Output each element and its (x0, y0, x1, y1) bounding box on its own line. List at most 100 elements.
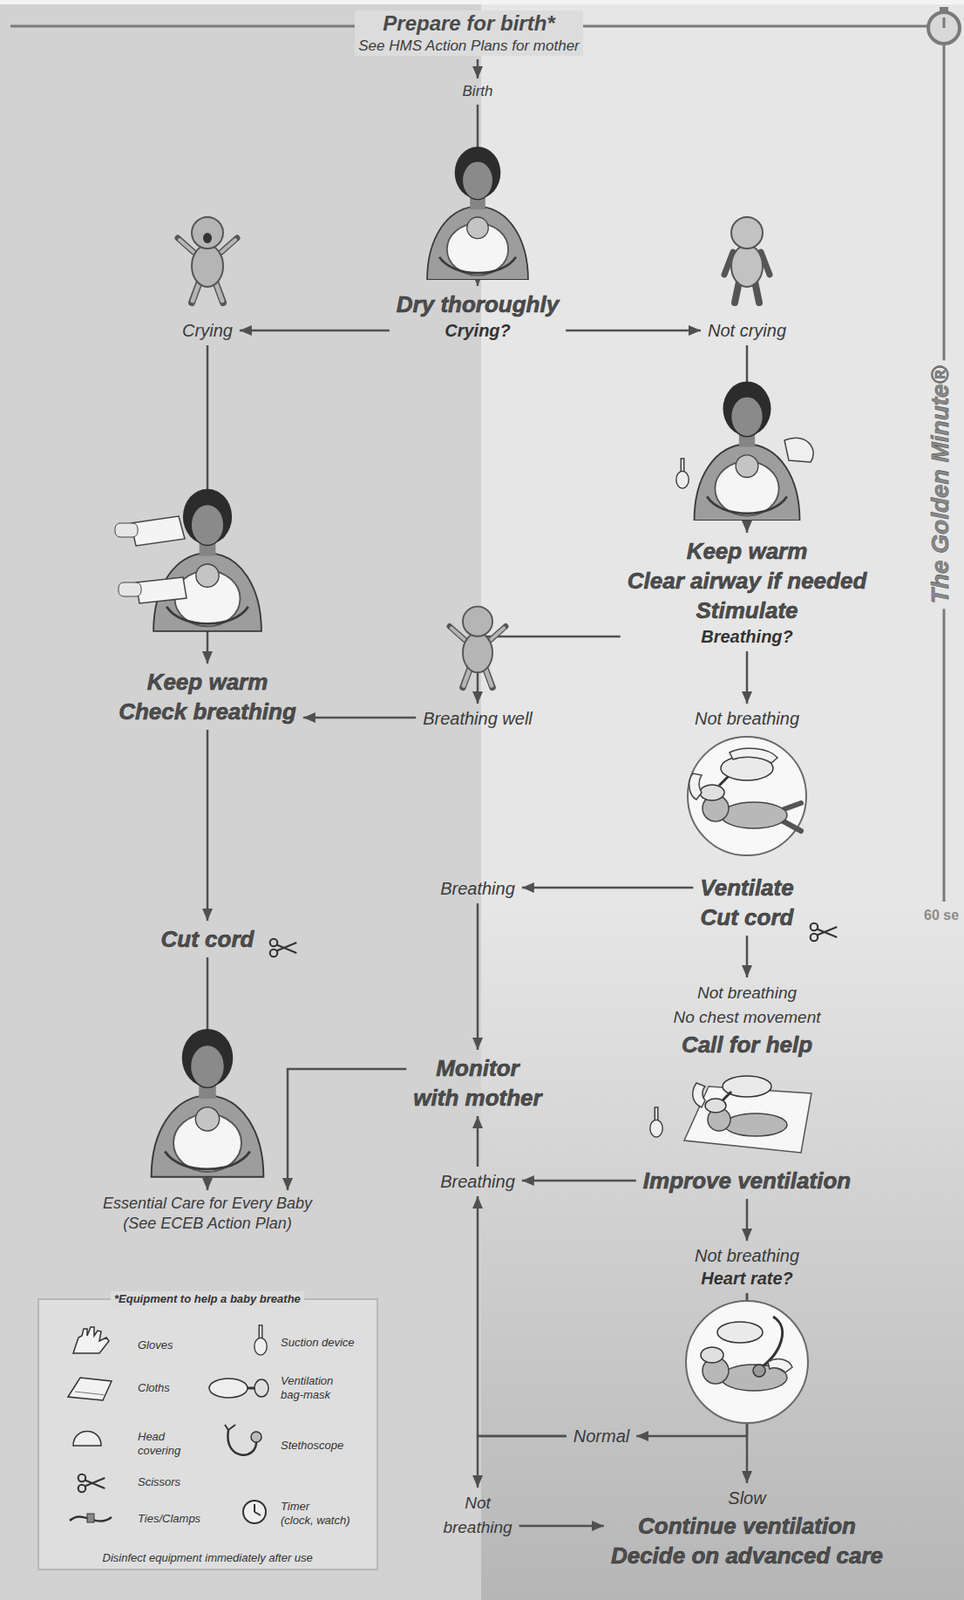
legend-icons (67, 1377, 112, 1400)
heart-rate-scene (753, 1364, 766, 1377)
crying-baby (177, 217, 238, 303)
legend-icons (254, 1503, 261, 1515)
flow-arrow (746, 935, 749, 978)
timer-icon (928, 12, 960, 44)
event-label: Birth (459, 81, 497, 102)
action-step: Improve ventilation (639, 1165, 855, 1195)
node-text: Breathing (440, 1169, 516, 1193)
ventilation-scene (729, 747, 778, 763)
text-line: Ventilate (699, 872, 794, 903)
legend-title: *Equipment to help a baby breathe (110, 1290, 305, 1307)
improve-ventilation-scene (684, 1075, 812, 1153)
outcome-label: Not breathing (691, 706, 803, 730)
care-note: Essential Care for Every Baby (See ECEB … (99, 1193, 316, 1234)
airway-scene (676, 381, 814, 522)
legend-icons (87, 1513, 95, 1522)
outcome-label: Crying (178, 319, 237, 342)
flow-arrow (522, 1179, 637, 1182)
skin-to-skin-scene (151, 1028, 265, 1177)
heart-rate-scene (685, 1300, 808, 1423)
airway-scene (676, 458, 689, 489)
ventilation-scene (699, 784, 725, 801)
scissors-icon (270, 938, 298, 957)
drying-scene (115, 522, 138, 537)
node-text: Not breathing (694, 706, 800, 730)
legend-item: Gloves (137, 1337, 173, 1352)
heart-rate-scene (717, 1321, 763, 1343)
improve-ventilation-scene (722, 1091, 732, 1100)
flow-arrow (477, 636, 621, 704)
outcome-label: Not breathing (439, 1490, 516, 1540)
legend-icons (73, 1431, 102, 1446)
timer-icon (943, 17, 946, 28)
drying-scene (135, 577, 187, 604)
legend-item: Cloths (137, 1380, 170, 1395)
outcome-label: Breathing (436, 1169, 519, 1193)
flow-arrow (522, 886, 693, 890)
decision-label: Not breathingHeart rate? (691, 1243, 803, 1290)
flow-arrow (239, 329, 390, 333)
text-line: Head (137, 1429, 181, 1444)
ventilation-scene (687, 736, 807, 856)
action-step: Continue ventilation Decide on advanced … (607, 1510, 887, 1570)
legend-box (38, 1298, 378, 1569)
node-text: Crying? (396, 319, 559, 342)
legend-icons (251, 1431, 262, 1442)
outcome-label: Breathing well (419, 706, 537, 730)
heart-rate-scene (767, 1358, 793, 1372)
text-line: (clock, watch) (280, 1513, 350, 1528)
node-text: Birth (462, 81, 494, 102)
time-mark: 60 se (923, 906, 959, 924)
legend-icons (73, 1326, 109, 1353)
legend-icons (209, 1378, 248, 1398)
airway-scene (694, 381, 801, 522)
flow-arrow (746, 1198, 749, 1241)
legend-icons (243, 1500, 266, 1523)
text-line: Keep warm (627, 536, 868, 566)
flow-arrow (476, 902, 480, 1050)
node-text: Cut cord (161, 923, 255, 954)
flow-arrow (519, 1524, 605, 1528)
legend-icons (74, 1391, 107, 1395)
legend-icons (78, 1473, 106, 1492)
flow-arrow (206, 729, 210, 921)
text-line: Ventilation (280, 1373, 333, 1388)
legend-text: Suction device (280, 1335, 355, 1350)
node-text: Slow (727, 1486, 766, 1509)
legend-text: Cloths (137, 1380, 170, 1395)
node-text: Keep warm Clear airway if needed Stimula… (627, 536, 868, 625)
flow-arrow (303, 716, 416, 720)
drying-scene (118, 582, 142, 597)
legend-item: Scissors (137, 1474, 181, 1489)
legend-text: Scissors (137, 1474, 181, 1489)
breathing-baby (449, 606, 506, 688)
start-heading: Prepare for birth*See HMS Action Plans f… (354, 10, 584, 56)
improve-ventilation-scene (724, 1113, 788, 1136)
outcome-label: Not crying (704, 319, 790, 342)
text-line: Keep warm (118, 666, 297, 697)
ventilation-scene (687, 736, 807, 856)
text-line: Stimulate (627, 595, 868, 625)
legend-icons (247, 1386, 255, 1390)
right-panel (481, 0, 964, 1600)
drying-scene (153, 488, 262, 632)
text-line: with mother (413, 1082, 542, 1113)
text-line: No chest movement (673, 1004, 822, 1030)
text-line: Monitor (413, 1052, 542, 1083)
top-margin (0, 0, 964, 5)
legend-item: Stethoscope (280, 1438, 344, 1453)
flow-arrow (746, 651, 749, 704)
node-text: Heart rate? (694, 1266, 800, 1290)
flow-arrow (476, 59, 480, 79)
outcome-label: Slow (724, 1486, 769, 1509)
node-text: Not breathing (442, 1490, 512, 1540)
legend-icons (254, 1378, 269, 1397)
text-line: Not breathing (673, 980, 822, 1005)
node-text: Not breathing No chest movement (673, 980, 822, 1030)
golden-minute-label: The Golden Minute® (925, 360, 956, 610)
action-step: Not breathing No chest movementCall for … (670, 980, 825, 1060)
legend-text: Stethoscope (280, 1438, 344, 1453)
legend-icons (67, 1324, 269, 1523)
